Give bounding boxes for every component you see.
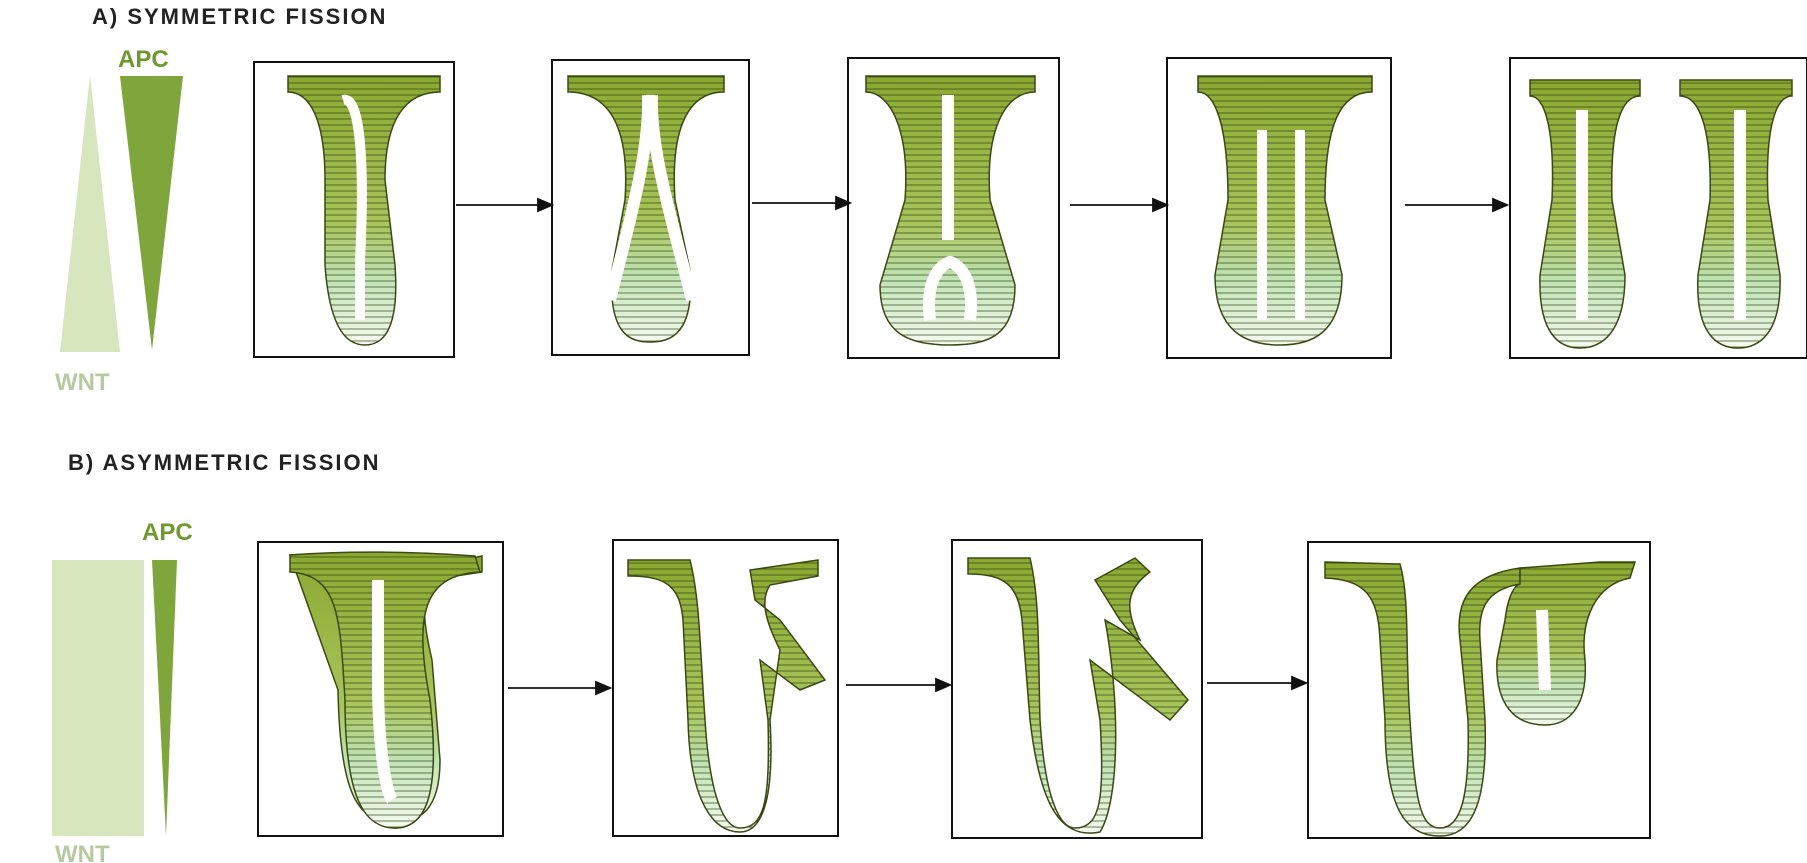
panel-b-title: B) ASYMMETRIC FISSION [68,450,381,475]
panel-a-gradient-legend: APC WNT [55,46,183,396]
panel-a-title: A) SYMMETRIC FISSION [92,4,387,29]
wnt-gradient-wedge [60,75,120,352]
apc-gradient-wedge [120,76,183,350]
wnt-label-b: WNT [55,841,110,863]
panel-b-gradient-legend: APC WNT [52,519,193,863]
apc-label-b: APC [142,519,193,546]
apc-gradient-wedge-b [152,560,177,836]
wnt-label: WNT [55,369,110,396]
wnt-gradient-bar [52,560,144,836]
apc-label: APC [118,46,169,73]
